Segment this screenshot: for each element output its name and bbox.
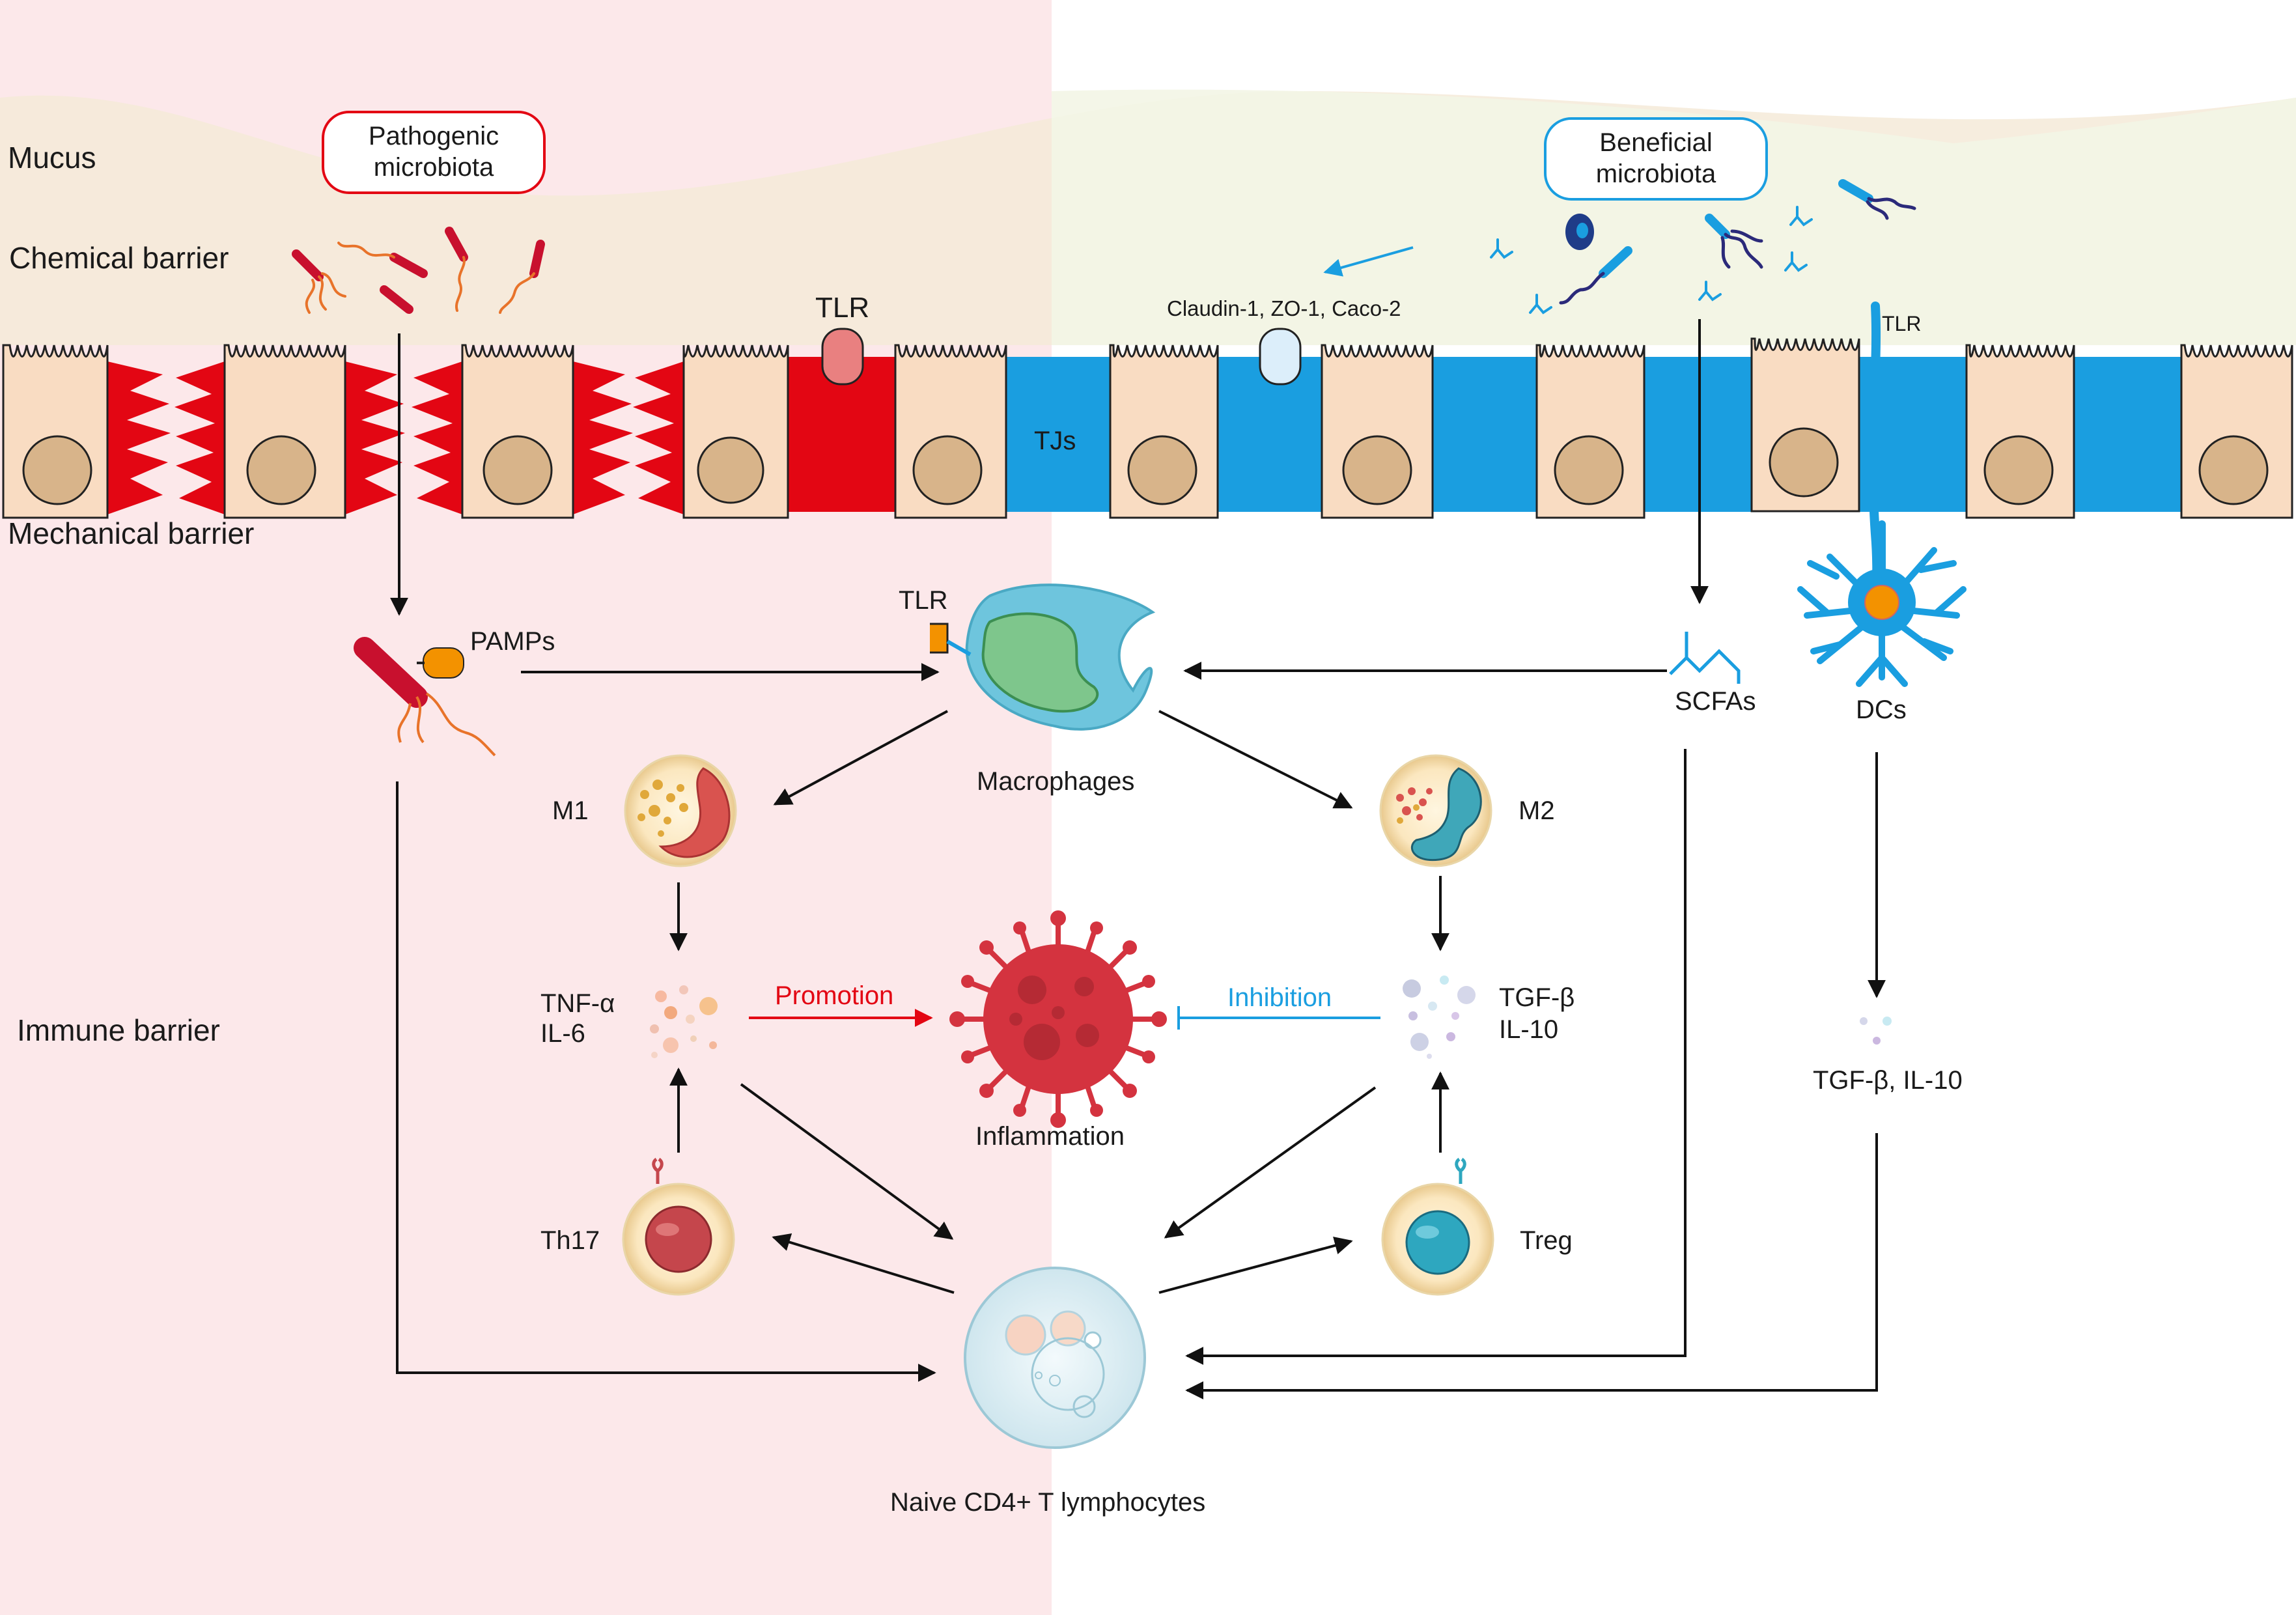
pathogen-bacterium bbox=[445, 227, 468, 312]
inflammation-label: Inflammation bbox=[975, 1122, 1125, 1151]
tlr-left-label: TLR bbox=[815, 292, 869, 324]
tlr-macrophage-label: TLR bbox=[899, 586, 948, 615]
pro-inflammatory-cytokines-icon bbox=[650, 985, 718, 1058]
promotion-label: Promotion bbox=[775, 981, 893, 1010]
pathogen-bacterium bbox=[499, 240, 545, 314]
damaged-junction bbox=[107, 361, 171, 514]
anti-inflammatory-cytokines-icon bbox=[1403, 976, 1476, 1059]
tnf-label: TNF-α bbox=[540, 989, 615, 1018]
beneficial-label-1: Beneficial bbox=[1599, 128, 1712, 157]
tgf-label: TGF-β bbox=[1499, 983, 1575, 1012]
beneficial-bacteria-group bbox=[1490, 179, 1916, 315]
tj-upregulation-arrow bbox=[1323, 246, 1414, 277]
pathogenic-bacteria-group bbox=[292, 227, 545, 314]
tight-junction bbox=[1644, 357, 1752, 512]
epithelial-cell bbox=[223, 344, 346, 519]
dendritic-cell-icon bbox=[1797, 520, 1967, 687]
naive-to-th17-arrow bbox=[772, 1233, 955, 1294]
epithelial-cell bbox=[1109, 344, 1219, 519]
tj-protein-receptor bbox=[1259, 328, 1302, 386]
th17-cell-icon bbox=[622, 1157, 735, 1296]
layer-label-mechanical: Mechanical barrier bbox=[8, 516, 254, 550]
tj-proteins-label: Claudin-1, ZO-1, Caco-2 bbox=[1167, 296, 1401, 320]
pathogen-to-naive-route bbox=[396, 781, 936, 1382]
epithelial-cell bbox=[1321, 344, 1434, 519]
scfa-molecule-icon bbox=[1784, 251, 1808, 272]
scfa-molecule-icon bbox=[1698, 281, 1722, 302]
treg-label: Treg bbox=[1520, 1226, 1573, 1255]
tlr-receptor-left bbox=[821, 328, 864, 386]
damaged-junction bbox=[345, 361, 405, 514]
epithelial-cell bbox=[2180, 344, 2293, 519]
scfa-molecule-icon bbox=[1529, 294, 1552, 315]
tjs-label: TJs bbox=[1034, 427, 1076, 455]
damaged-junction bbox=[175, 361, 225, 514]
dc-to-naive-route bbox=[1185, 1133, 1878, 1399]
epithelial-cell bbox=[461, 344, 574, 519]
pamps-label: PAMPs bbox=[470, 627, 555, 656]
macrophage-icon bbox=[930, 583, 1156, 731]
tight-junction bbox=[1006, 357, 1110, 512]
macrophage-to-m2-arrow bbox=[1158, 710, 1353, 809]
m2-cell-icon bbox=[1379, 754, 1492, 867]
damaged-junction bbox=[633, 361, 684, 514]
epithelial-cell bbox=[2, 344, 109, 519]
epithelial-cell bbox=[1750, 337, 1860, 513]
macrophage-to-m1-arrow bbox=[773, 710, 948, 806]
layer-label-chemical: Chemical barrier bbox=[9, 241, 229, 275]
pathogen-bacterium bbox=[380, 285, 413, 314]
tight-junction bbox=[2074, 357, 2181, 512]
scfa-molecule-icon bbox=[1669, 632, 1741, 684]
tlr-right-label: TLR bbox=[1882, 312, 1921, 335]
beneficial-bacterium bbox=[1565, 214, 1594, 250]
epithelial-cell bbox=[1965, 344, 2075, 519]
beneficial-label-2: microbiota bbox=[1596, 160, 1716, 188]
tight-junction bbox=[1433, 357, 1537, 512]
pathogenic-label-1: Pathogenic bbox=[369, 122, 499, 150]
damaged-junction bbox=[573, 361, 633, 514]
il10-label: IL-10 bbox=[1499, 1015, 1558, 1044]
epithelial-cell bbox=[1535, 344, 1645, 519]
pathogenic-microbiota-box: Pathogenic microbiota bbox=[322, 111, 546, 194]
m2-label: M2 bbox=[1519, 796, 1555, 825]
il6-label: IL-6 bbox=[540, 1019, 585, 1048]
proinflammatory-to-naive-arrow bbox=[740, 1083, 954, 1240]
epithelial-layer bbox=[2, 328, 2293, 519]
naive-cd4-label: Naive CD4+ T lymphocytes bbox=[890, 1488, 1205, 1517]
beneficial-bacterium bbox=[1705, 214, 1763, 269]
mucus-band-right bbox=[1052, 89, 2296, 345]
scfa-molecule-icon bbox=[1789, 206, 1813, 227]
beneficial-microbiota-box: Beneficial microbiota bbox=[1544, 117, 1768, 201]
scfas-label: SCFAs bbox=[1675, 687, 1756, 716]
naive-to-treg-arrow bbox=[1158, 1236, 1353, 1294]
antiinflammatory-to-naive-arrow bbox=[1164, 1086, 1377, 1239]
epithelial-cell bbox=[894, 344, 1007, 519]
dcs-label: DCs bbox=[1856, 695, 1907, 724]
inhibition-edge bbox=[1177, 1006, 1380, 1030]
m1-label: M1 bbox=[552, 796, 589, 825]
macrophages-label: Macrophages bbox=[977, 767, 1134, 796]
scfa-molecule-icon bbox=[1490, 238, 1513, 259]
pathogen-bacterium bbox=[337, 242, 428, 278]
pathogenic-label-2: microbiota bbox=[374, 153, 494, 182]
dc-cytokines-icon bbox=[1860, 1017, 1892, 1045]
beneficial-bacterium bbox=[1838, 179, 1916, 220]
epithelial-cell bbox=[682, 344, 789, 519]
naive-cd4-t-cell-icon bbox=[964, 1267, 1146, 1449]
beneficial-bacterium bbox=[1559, 246, 1632, 305]
scfa-to-naive-route bbox=[1185, 749, 1687, 1365]
layer-label-mucus: Mucus bbox=[8, 141, 96, 175]
damaged-junction bbox=[412, 361, 462, 514]
pathogen-bacterium bbox=[292, 249, 346, 314]
th17-label: Th17 bbox=[540, 1226, 600, 1255]
inflammation-virus-icon bbox=[949, 910, 1167, 1128]
m1-cell-icon bbox=[624, 754, 737, 867]
dc-tgf-il10-label: TGF-β, IL-10 bbox=[1813, 1066, 1963, 1095]
treg-cell-icon bbox=[1381, 1157, 1494, 1296]
layer-label-immune: Immune barrier bbox=[17, 1013, 220, 1047]
pamps-bacterium-icon bbox=[354, 637, 496, 757]
inhibition-label: Inhibition bbox=[1227, 983, 1332, 1012]
